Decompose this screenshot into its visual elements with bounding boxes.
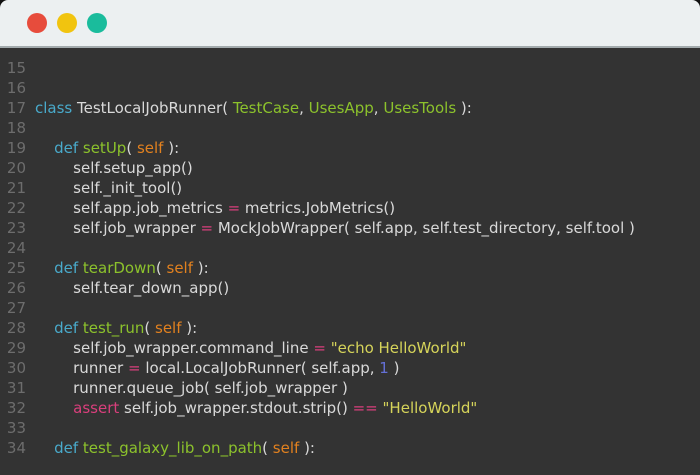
- line-number: 20: [6, 159, 26, 177]
- code-text: self.job_wrapper.command_line = "echo He…: [35, 339, 467, 357]
- code-line[interactable]: 16: [0, 78, 700, 98]
- close-button[interactable]: [27, 13, 47, 33]
- code-line[interactable]: 32 assert self.job_wrapper.stdout.strip(…: [0, 398, 700, 418]
- code-text: def setUp( self ):: [54, 139, 180, 157]
- line-number: 26: [6, 279, 26, 297]
- code-line[interactable]: 20 self.setup_app(): [0, 158, 700, 178]
- line-number: 22: [6, 199, 26, 217]
- code-line[interactable]: 28 def test_run( self ):: [0, 318, 700, 338]
- code-line[interactable]: 30 runner = local.LocalJobRunner( self.a…: [0, 358, 700, 378]
- window-titlebar[interactable]: [0, 0, 700, 48]
- code-text: self.tear_down_app(): [35, 279, 230, 297]
- code-lines-container: 15 16 17 class TestLocalJobRunner( TestCase…: [0, 58, 700, 458]
- code-text: self.setup_app(): [35, 159, 193, 177]
- line-number: 28: [6, 319, 26, 337]
- code-line[interactable]: 23 self.job_wrapper = MockJobWrapper( se…: [0, 218, 700, 238]
- code-text: def test_run( self ):: [54, 319, 198, 337]
- line-number: 25: [6, 259, 26, 277]
- line-number: 34: [6, 439, 26, 457]
- code-line[interactable]: 31 runner.queue_job( self.job_wrapper ): [0, 378, 700, 398]
- code-line[interactable]: 22 self.app.job_metrics = metrics.JobMet…: [0, 198, 700, 218]
- code-text: def tearDown( self ):: [54, 259, 209, 277]
- line-number: 30: [6, 359, 26, 377]
- code-text: class TestLocalJobRunner( TestCase, Uses…: [35, 99, 472, 117]
- code-line[interactable]: 34 def test_galaxy_lib_on_path( self ):: [0, 438, 700, 458]
- line-number: 27: [6, 299, 26, 317]
- line-number: 33: [6, 419, 26, 437]
- code-text: self.app.job_metrics = metrics.JobMetric…: [35, 199, 396, 217]
- line-number: 21: [6, 179, 26, 197]
- line-number: 23: [6, 219, 26, 237]
- code-text: self.job_wrapper = MockJobWrapper( self.…: [35, 219, 635, 237]
- line-number: 17: [6, 99, 26, 117]
- line-number: 31: [6, 379, 26, 397]
- code-line[interactable]: 26 self.tear_down_app(): [0, 278, 700, 298]
- code-text: assert self.job_wrapper.stdout.strip() =…: [73, 399, 478, 417]
- code-text: self._init_tool(): [35, 179, 183, 197]
- line-number: 29: [6, 339, 26, 357]
- line-number: 24: [6, 239, 26, 257]
- code-line[interactable]: 27: [0, 298, 700, 318]
- code-line[interactable]: 25 def tearDown( self ):: [0, 258, 700, 278]
- line-number: 16: [6, 79, 26, 97]
- minimize-button[interactable]: [57, 13, 77, 33]
- code-text: runner = local.LocalJobRunner( self.app,…: [35, 359, 400, 377]
- code-line[interactable]: 18: [0, 118, 700, 138]
- line-number: 18: [6, 119, 26, 137]
- code-line[interactable]: 15: [0, 58, 700, 78]
- code-editor[interactable]: 15 16 17 class TestLocalJobRunner( TestCase…: [0, 48, 700, 475]
- line-number: 32: [6, 399, 26, 417]
- code-text: def test_galaxy_lib_on_path( self ):: [54, 439, 315, 457]
- code-line[interactable]: 19 def setUp( self ):: [0, 138, 700, 158]
- code-text: runner.queue_job( self.job_wrapper ): [35, 379, 348, 397]
- code-line[interactable]: 21 self._init_tool(): [0, 178, 700, 198]
- code-line[interactable]: 33: [0, 418, 700, 438]
- code-line[interactable]: 17 class TestLocalJobRunner( TestCase, Us…: [0, 98, 700, 118]
- line-number: 19: [6, 139, 26, 157]
- code-line[interactable]: 24: [0, 238, 700, 258]
- maximize-button[interactable]: [87, 13, 107, 33]
- line-number: 15: [6, 59, 26, 77]
- code-line[interactable]: 29 self.job_wrapper.command_line = "echo…: [0, 338, 700, 358]
